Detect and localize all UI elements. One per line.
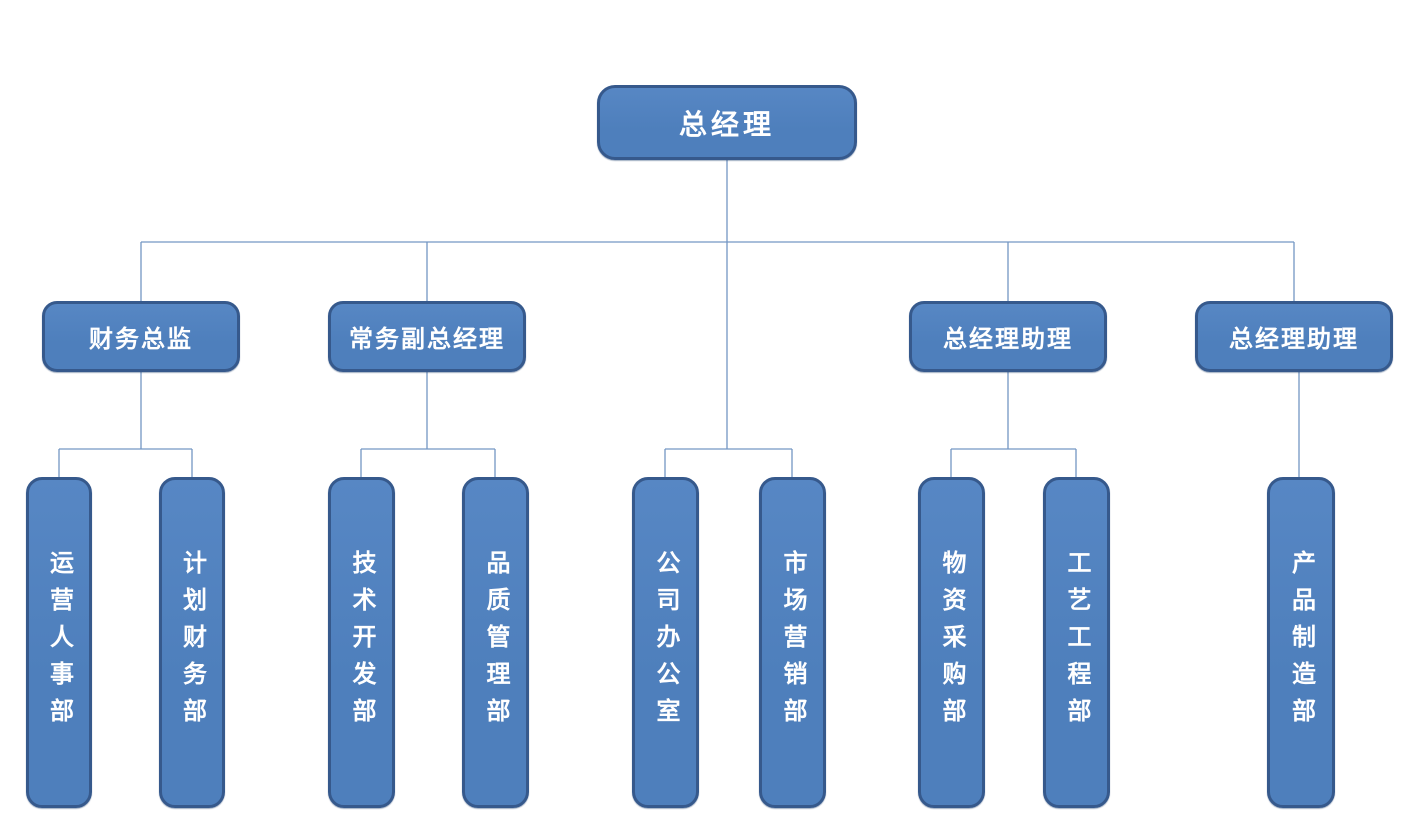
node-product-manufacturing-dept: 产品制造部 [1267, 477, 1335, 808]
node-operations-hr-dept: 运营人事部 [26, 477, 92, 808]
node-quality-management-dept: 品质管理部 [462, 477, 529, 808]
node-gm-assistant-1: 总经理助理 [909, 301, 1107, 372]
node-material-procurement-dept: 物资采购部 [918, 477, 985, 808]
node-marketing-dept: 市场营销部 [759, 477, 826, 808]
node-deputy-general-manager: 常务副总经理 [328, 301, 526, 372]
node-process-engineering-dept: 工艺工程部 [1043, 477, 1110, 808]
node-company-office: 公司办公室 [632, 477, 699, 808]
node-planning-finance-dept: 计划财务部 [159, 477, 225, 808]
node-gm-assistant-2: 总经理助理 [1195, 301, 1393, 372]
node-tech-development-dept: 技术开发部 [328, 477, 395, 808]
node-finance-director: 财务总监 [42, 301, 240, 372]
node-general-manager: 总经理 [597, 85, 857, 160]
